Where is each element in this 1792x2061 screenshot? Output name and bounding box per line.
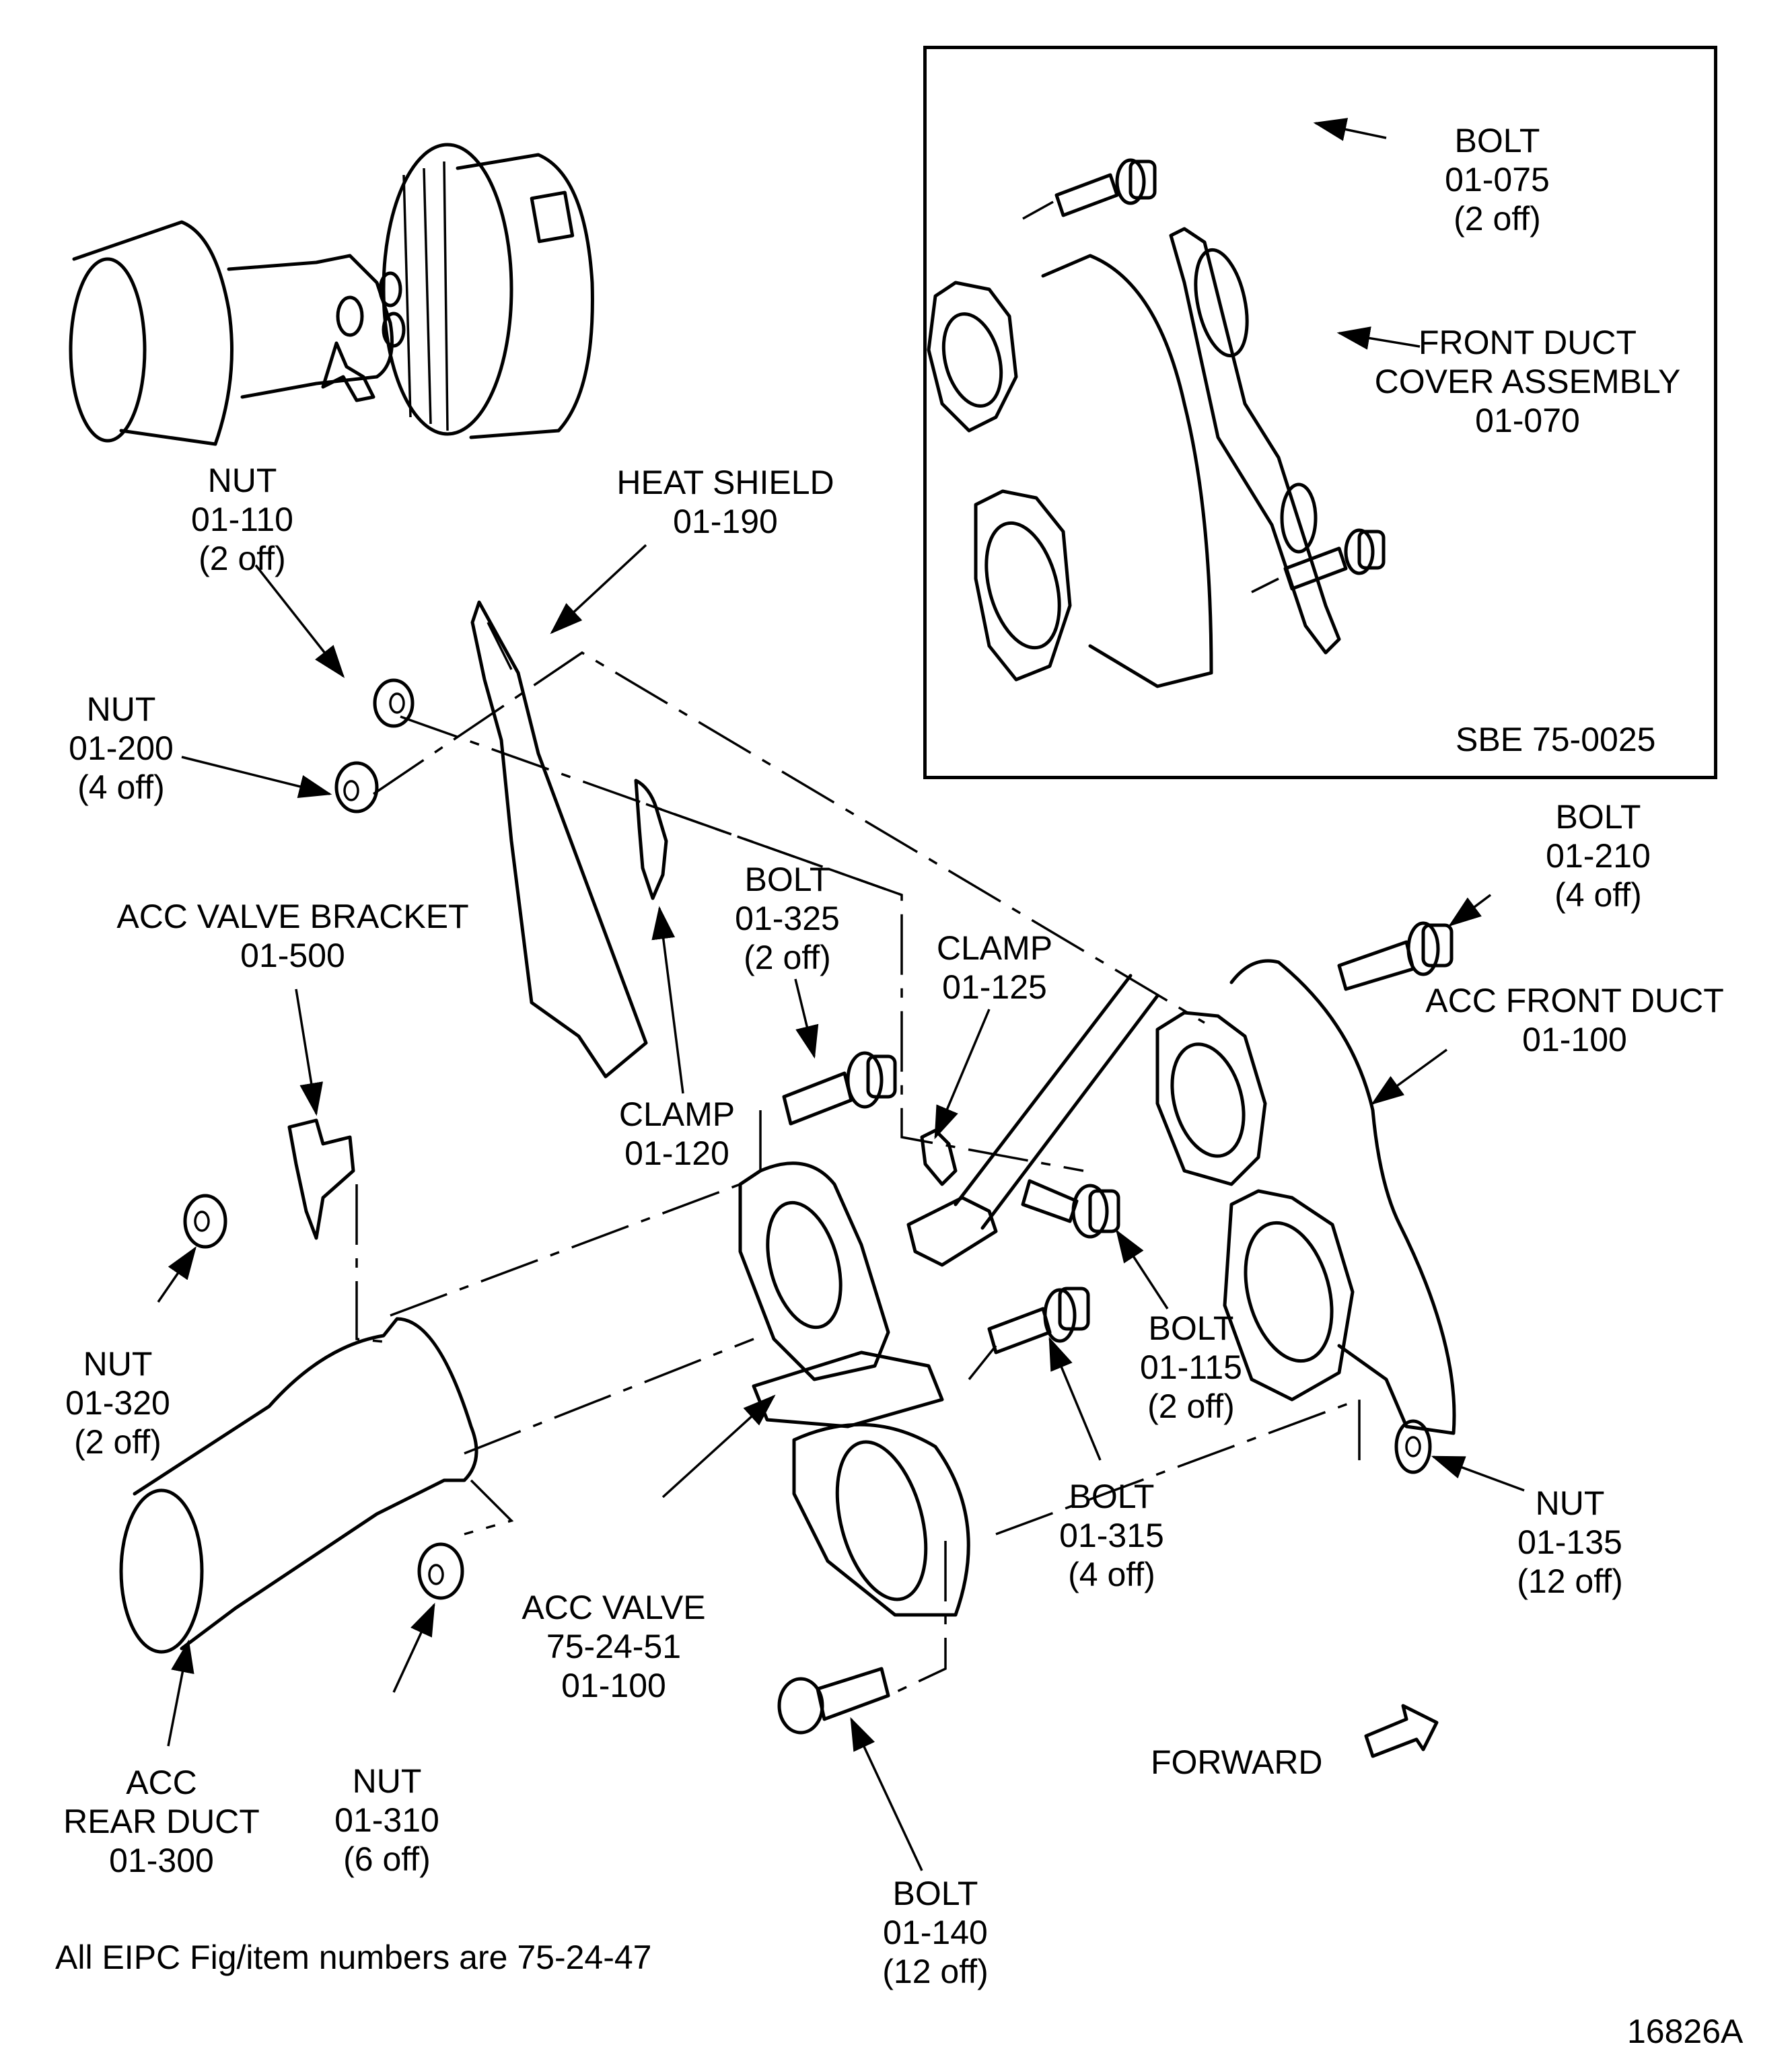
callout-qty: (2 off) bbox=[744, 939, 831, 976]
callout-name: ACC FRONT DUCT bbox=[1425, 982, 1724, 1019]
callout-nut-01-110: NUT 01-110 (2 off) bbox=[191, 461, 293, 578]
nut-01-135-part bbox=[1394, 1419, 1432, 1474]
callout-item: 01-140 bbox=[883, 1914, 988, 1951]
acc-front-duct-part bbox=[1155, 959, 1456, 1435]
callout-nut-01-200: NUT 01-200 (4 off) bbox=[69, 690, 174, 807]
callout-name: ACC VALVE BRACKET bbox=[116, 898, 469, 935]
nut-01-320-part bbox=[183, 1194, 227, 1249]
callout-qty: (4 off) bbox=[77, 768, 165, 806]
callout-acc-front-duct: ACC FRONT DUCT 01-100 bbox=[1425, 981, 1724, 1059]
callout-name: NUT bbox=[1535, 1484, 1605, 1522]
leader-lines bbox=[157, 544, 1525, 1871]
inset-drawing bbox=[927, 118, 1421, 688]
bolt-01-210-part bbox=[1337, 921, 1454, 991]
callout-acc-valve: ACC VALVE 75-24-51 01-100 bbox=[522, 1588, 705, 1705]
callout-name-line2: REAR DUCT bbox=[63, 1803, 260, 1840]
callout-qty: (2 off) bbox=[199, 540, 286, 577]
callout-nut-01-320: NUT 01-320 (2 off) bbox=[65, 1344, 170, 1461]
forward-arrow-icon bbox=[1364, 1704, 1439, 1758]
clamp-01-120-part bbox=[634, 779, 668, 900]
sbe-inset-frame bbox=[923, 46, 1717, 779]
callout-name: BOLT bbox=[892, 1875, 978, 1912]
callout-qty: (4 off) bbox=[1068, 1556, 1155, 1593]
callout-bolt-01-140: BOLT 01-140 (12 off) bbox=[882, 1874, 989, 1991]
callout-qty: (2 off) bbox=[1454, 200, 1541, 238]
callout-clamp-01-120: CLAMP 01-120 bbox=[619, 1095, 735, 1173]
callout-name: ACC bbox=[126, 1764, 197, 1801]
callout-clamp-01-125: CLAMP 01-125 bbox=[937, 929, 1052, 1007]
callout-qty: (6 off) bbox=[343, 1840, 431, 1878]
callout-name: BOLT bbox=[1148, 1309, 1234, 1347]
callout-acc-rear-duct: ACC REAR DUCT 01-300 bbox=[63, 1763, 260, 1880]
bolt-01-315-part bbox=[987, 1287, 1090, 1354]
callout-item: 01-110 bbox=[191, 501, 293, 538]
callout-name: FRONT DUCT bbox=[1418, 324, 1637, 361]
callout-name: NUT bbox=[83, 1345, 153, 1383]
callout-item: 01-070 bbox=[1475, 402, 1580, 439]
callout-item: 01-115 bbox=[1140, 1348, 1242, 1386]
callout-bolt-01-210: BOLT 01-210 (4 off) bbox=[1546, 797, 1651, 914]
callout-item: 01-100 bbox=[561, 1667, 666, 1704]
callout-item: 01-500 bbox=[240, 937, 345, 974]
callout-front-duct-cover-assembly: FRONT DUCT COVER ASSEMBLY 01-070 bbox=[1375, 323, 1681, 440]
engine-locator-view bbox=[69, 143, 594, 446]
callout-nut-01-135: NUT 01-135 (12 off) bbox=[1517, 1484, 1623, 1601]
callout-name: NUT bbox=[207, 462, 277, 499]
callout-nut-01-310: NUT 01-310 (6 off) bbox=[334, 1762, 439, 1879]
drawing-number: 16826A bbox=[1627, 2013, 1744, 2050]
callout-name: NUT bbox=[86, 690, 156, 728]
acc-rear-duct-part bbox=[119, 1317, 478, 1654]
callout-name: CLAMP bbox=[936, 929, 1053, 967]
callout-bolt-01-075: BOLT 01-075 (2 off) bbox=[1445, 121, 1550, 238]
callout-qty: (2 off) bbox=[1147, 1387, 1235, 1425]
callout-item: 01-315 bbox=[1059, 1517, 1164, 1554]
callout-name-line2: COVER ASSEMBLY bbox=[1374, 363, 1681, 400]
callout-ref: 75-24-51 bbox=[546, 1628, 682, 1665]
callout-name: NUT bbox=[352, 1762, 422, 1800]
callout-item: 01-210 bbox=[1546, 837, 1651, 875]
callout-name: BOLT bbox=[1069, 1478, 1155, 1515]
nut-01-200-part bbox=[334, 761, 379, 813]
callout-name: BOLT bbox=[744, 861, 830, 898]
callout-item: 01-125 bbox=[942, 968, 1047, 1006]
clamp-01-125-part bbox=[920, 1128, 958, 1186]
callout-name: CLAMP bbox=[618, 1095, 736, 1133]
callout-qty: (4 off) bbox=[1554, 876, 1642, 914]
callout-item: 01-075 bbox=[1445, 161, 1550, 198]
callout-bolt-01-115: BOLT 01-115 (2 off) bbox=[1140, 1309, 1242, 1426]
callout-heat-shield: HEAT SHIELD 01-190 bbox=[616, 463, 834, 541]
nut-01-310-part bbox=[417, 1542, 464, 1600]
callout-bolt-01-325: BOLT 01-325 (2 off) bbox=[735, 860, 840, 977]
bolt-01-115-part bbox=[1021, 1179, 1120, 1239]
callout-item: 01-120 bbox=[624, 1134, 729, 1172]
acc-valve-bracket-part bbox=[287, 1118, 355, 1240]
footnote: All EIPC Fig/item numbers are 75-24-47 bbox=[55, 1939, 652, 1976]
callout-qty: (12 off) bbox=[882, 1953, 989, 1990]
bolt-01-325-part bbox=[782, 1051, 897, 1126]
inset-reference: SBE 75-0025 bbox=[1456, 721, 1656, 758]
bolt-01-140-part bbox=[777, 1667, 890, 1735]
callout-name: HEAT SHIELD bbox=[616, 464, 834, 501]
callout-item: 01-190 bbox=[673, 503, 778, 540]
callout-item: 01-200 bbox=[69, 729, 174, 767]
callout-qty: (2 off) bbox=[74, 1423, 162, 1461]
nut-01-110-part bbox=[373, 678, 415, 728]
callout-name: BOLT bbox=[1555, 798, 1641, 836]
callout-name: BOLT bbox=[1454, 122, 1540, 159]
callout-name: ACC VALVE bbox=[522, 1589, 706, 1626]
acc-valve-part bbox=[738, 974, 1159, 1617]
forward-label: FORWARD bbox=[1151, 1743, 1323, 1781]
callout-item: 01-325 bbox=[735, 900, 840, 937]
callout-item: 01-310 bbox=[334, 1801, 439, 1839]
callout-item: 01-300 bbox=[109, 1842, 214, 1879]
heat-shield-part bbox=[470, 600, 648, 1079]
callout-qty: (12 off) bbox=[1517, 1562, 1623, 1600]
callout-item: 01-135 bbox=[1517, 1523, 1622, 1561]
callout-item: 01-320 bbox=[65, 1384, 170, 1422]
callout-item: 01-100 bbox=[1522, 1021, 1627, 1058]
assembly-centerlines bbox=[355, 651, 1361, 1697]
callout-bolt-01-315: BOLT 01-315 (4 off) bbox=[1059, 1477, 1164, 1594]
callout-acc-valve-bracket: ACC VALVE BRACKET 01-500 bbox=[116, 897, 468, 975]
